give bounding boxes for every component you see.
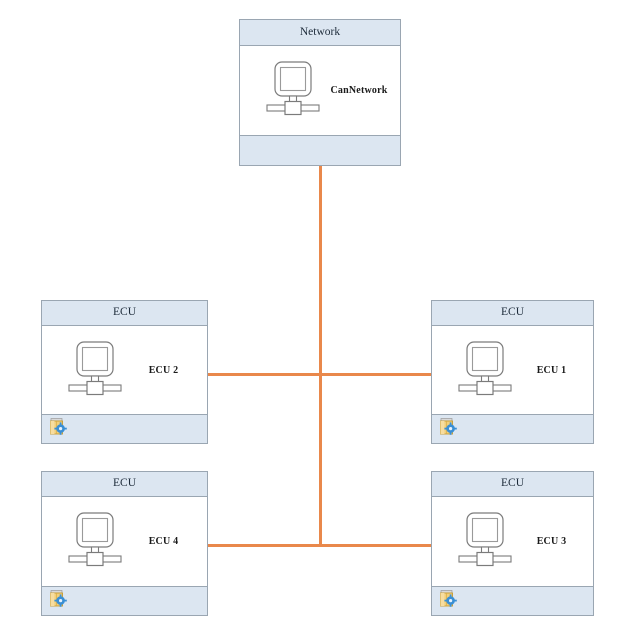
node-ecu-4-header: ECU bbox=[42, 472, 207, 497]
node-ecu-1-title: ECU bbox=[501, 306, 524, 319]
node-ecu-2[interactable]: ECU ECU 2 bbox=[41, 300, 208, 444]
package-settings-icon[interactable] bbox=[439, 589, 458, 614]
computer-icon bbox=[64, 340, 126, 401]
node-ecu-1-header: ECU bbox=[432, 301, 593, 326]
node-ecu-2-label: ECU 2 bbox=[148, 364, 179, 376]
node-network-body: CanNetwork bbox=[240, 46, 400, 135]
connector-network-trunk[interactable] bbox=[319, 166, 322, 546]
package-settings-icon[interactable] bbox=[49, 589, 68, 614]
node-ecu-3-body: ECU 3 bbox=[432, 497, 593, 586]
computer-icon bbox=[454, 511, 516, 572]
node-ecu-2-body: ECU 2 bbox=[42, 326, 207, 414]
connector-upper-bus[interactable] bbox=[208, 373, 432, 376]
node-ecu-1-label: ECU 1 bbox=[536, 364, 567, 376]
node-ecu-3-footer bbox=[432, 586, 593, 615]
node-ecu-2-footer bbox=[42, 414, 207, 443]
node-ecu-4[interactable]: ECU ECU 4 bbox=[41, 471, 208, 616]
computer-icon bbox=[454, 340, 516, 401]
node-network-footer bbox=[240, 135, 400, 165]
node-ecu-1[interactable]: ECU ECU 1 bbox=[431, 300, 594, 444]
node-ecu-3-label: ECU 3 bbox=[536, 536, 567, 547]
package-settings-icon[interactable] bbox=[439, 417, 458, 442]
node-ecu-4-body: ECU 4 bbox=[42, 497, 207, 586]
node-ecu-1-footer bbox=[432, 414, 593, 443]
package-settings-icon[interactable] bbox=[49, 417, 68, 442]
node-ecu-3[interactable]: ECU ECU 3 bbox=[431, 471, 594, 616]
node-network-label: CanNetwork bbox=[330, 85, 388, 96]
node-ecu-2-header: ECU bbox=[42, 301, 207, 326]
node-network-title: Network bbox=[299, 25, 341, 38]
node-network-header: Network bbox=[240, 20, 400, 46]
computer-icon bbox=[64, 511, 126, 572]
computer-icon bbox=[262, 60, 324, 121]
connector-lower-bus[interactable] bbox=[208, 544, 432, 547]
node-ecu-2-title: ECU bbox=[113, 306, 136, 319]
node-ecu-4-label: ECU 4 bbox=[148, 536, 179, 547]
node-network[interactable]: Network CanNetwork bbox=[239, 19, 401, 166]
node-ecu-4-title: ECU bbox=[113, 477, 136, 490]
node-ecu-4-footer bbox=[42, 586, 207, 615]
node-ecu-1-body: ECU 1 bbox=[432, 326, 593, 414]
node-ecu-3-header: ECU bbox=[432, 472, 593, 497]
node-ecu-3-title: ECU bbox=[501, 477, 524, 490]
